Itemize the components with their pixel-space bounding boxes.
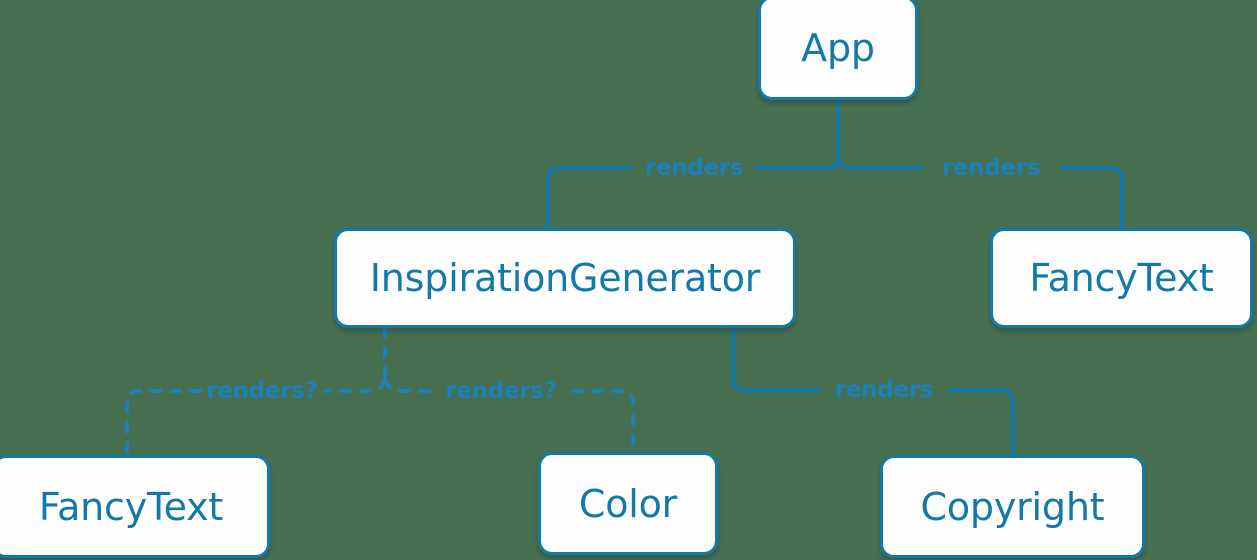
edge-inspgen-copyright-tail xyxy=(948,388,1015,457)
node-app[interactable]: App xyxy=(758,0,918,100)
node-inspiration-generator[interactable]: InspirationGenerator xyxy=(334,228,796,328)
node-copyright[interactable]: Copyright xyxy=(880,455,1145,558)
edge-inspgen-fancybot xyxy=(323,378,387,393)
edge-app-inspgen xyxy=(754,98,840,170)
edge-label-app-fancytext-top: renders xyxy=(941,155,1041,181)
node-copyright-label: Copyright xyxy=(920,484,1105,529)
node-fancytext-bottom-label: FancyText xyxy=(38,484,224,529)
node-inspiration-generator-label: InspirationGenerator xyxy=(369,256,761,300)
edge-label-inspgen-color: renders? xyxy=(445,378,557,404)
node-fancytext-top-label: FancyText xyxy=(1029,256,1214,300)
edge-inspgen-fancybot-tail xyxy=(125,389,202,457)
edge-inspgen-color xyxy=(383,378,432,393)
node-app-label: App xyxy=(801,26,875,70)
edge-app-inspgen-tail xyxy=(546,166,634,230)
node-color-label: Color xyxy=(578,481,678,526)
edge-label-inspgen-fancytext-bottom: renders? xyxy=(206,378,318,404)
edge-inspgen-copyright xyxy=(731,326,820,392)
edge-inspgen-color-tail xyxy=(571,389,635,454)
edge-app-fancytop xyxy=(836,154,923,170)
node-color[interactable]: Color xyxy=(538,452,718,555)
node-fancytext-top[interactable]: FancyText xyxy=(990,228,1253,328)
edge-app-fancytop-tail xyxy=(1060,166,1124,230)
node-fancytext-bottom[interactable]: FancyText xyxy=(0,455,270,558)
edge-label-inspgen-copyright: renders xyxy=(834,377,934,403)
edge-label-app-inspgen: renders xyxy=(644,155,744,181)
